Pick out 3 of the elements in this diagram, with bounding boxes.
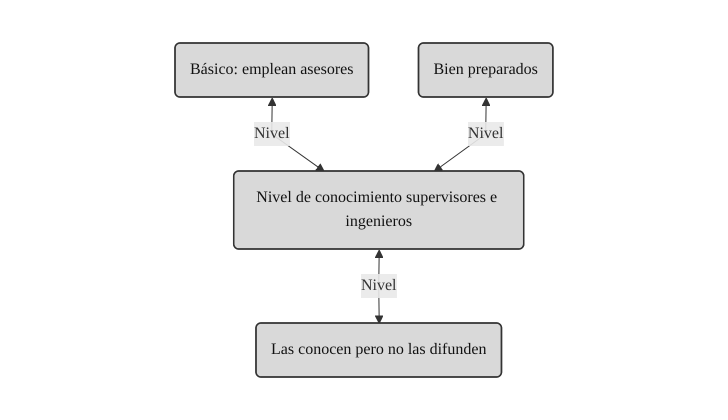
edge-label: Nivel	[254, 125, 290, 142]
edge-label: Nivel	[361, 277, 397, 294]
edge-label: Nivel	[468, 125, 504, 142]
